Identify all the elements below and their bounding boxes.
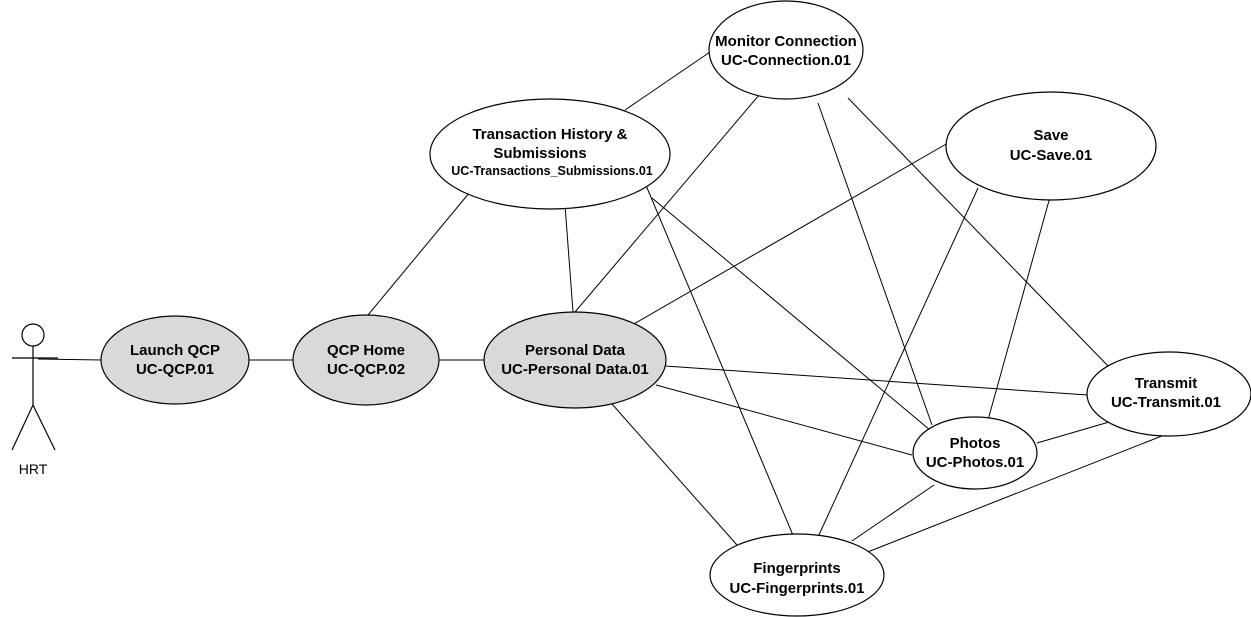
assoc-save-fingerprints: [817, 187, 979, 538]
use-case-title: Transmit: [1135, 375, 1198, 392]
assoc-monitor-photos: [817, 102, 933, 426]
use-case-id: UC-Fingerprints.01: [729, 580, 864, 597]
assoc-personal-photos: [655, 384, 913, 456]
assoc-history-fingerprints: [644, 182, 796, 541]
actor-left-leg: [11, 404, 34, 451]
use-case-title: Save: [1033, 127, 1068, 144]
use-case-ellipse: [292, 314, 440, 406]
use-case-title: Personal Data: [525, 342, 626, 359]
assoc-personal-fingerprints: [611, 403, 738, 546]
assoc-save-photos: [987, 196, 1051, 421]
assoc-photos-transmit: [1036, 419, 1117, 444]
use-case-id: UC-QCP.02: [327, 361, 405, 378]
use-case-ellipse: [709, 533, 885, 617]
use-case-title-line2: Submissions: [493, 145, 586, 162]
use-case-title: QCP Home: [327, 342, 405, 359]
use-case-ellipse: [1086, 351, 1251, 437]
actor-head: [21, 323, 45, 347]
assoc-monitor-transmit: [847, 97, 1111, 369]
assoc-monitor-personal: [574, 87, 766, 313]
use-case-transaction-history[interactable]: Transaction History & Submissions UC-Tra…: [429, 98, 671, 210]
use-case-transmit[interactable]: Transmit UC-Transmit.01: [1086, 351, 1251, 437]
use-case-monitor-connection[interactable]: Monitor Connection UC-Connection.01: [708, 0, 864, 100]
use-case-title-line1: Transaction History &: [472, 126, 627, 143]
actor-label: HRT: [19, 461, 48, 477]
use-case-id: UC-Connection.01: [721, 52, 851, 69]
use-case-id: UC-Save.01: [1010, 147, 1093, 164]
use-case-ellipse: [429, 98, 671, 210]
use-case-title: Monitor Connection: [715, 33, 857, 50]
actor-right-leg: [32, 404, 56, 451]
use-case-personal-data[interactable]: Personal Data UC-Personal Data.01: [483, 311, 667, 409]
use-case-id: UC-Photos.01: [926, 454, 1024, 471]
assoc-actor-launch: [37, 358, 103, 361]
use-case-id: UC-Transmit.01: [1111, 394, 1221, 411]
use-case-title: Launch QCP: [130, 342, 220, 359]
actor-hrt[interactable]: HRT: [11, 323, 58, 477]
assoc-history-photos: [651, 197, 931, 431]
use-case-photos[interactable]: Photos UC-Photos.01: [912, 416, 1038, 490]
assoc-home-history: [367, 191, 471, 316]
use-case-ellipse: [100, 315, 250, 405]
assoc-photos-fingerprints: [851, 484, 935, 542]
use-case-qcp-home[interactable]: QCP Home UC-QCP.02: [292, 314, 440, 406]
use-case-fingerprints[interactable]: Fingerprints UC-Fingerprints.01: [709, 533, 885, 617]
use-case-id: UC-Personal Data.01: [501, 361, 649, 378]
use-case-id: UC-Transactions_Submissions.01: [451, 164, 653, 178]
assoc-transmit-fingerprints: [859, 429, 1178, 556]
use-case-save[interactable]: Save UC-Save.01: [945, 91, 1157, 201]
use-case-title: Photos: [950, 435, 1001, 452]
assoc-save-personal: [631, 142, 949, 326]
use-case-ellipse: [483, 311, 667, 409]
use-case-launch-qcp[interactable]: Launch QCP UC-QCP.01: [100, 315, 250, 405]
associations: [37, 51, 1178, 556]
assoc-history-personal: [564, 204, 574, 313]
use-case-id: UC-QCP.01: [136, 361, 214, 378]
use-case-title: Fingerprints: [753, 560, 841, 577]
use-case-ellipse: [708, 0, 864, 100]
assoc-personal-transmit: [664, 365, 1089, 396]
use-case-ellipse: [945, 91, 1157, 201]
assoc-history-monitor: [624, 51, 711, 111]
use-case-ellipse: [912, 416, 1038, 490]
